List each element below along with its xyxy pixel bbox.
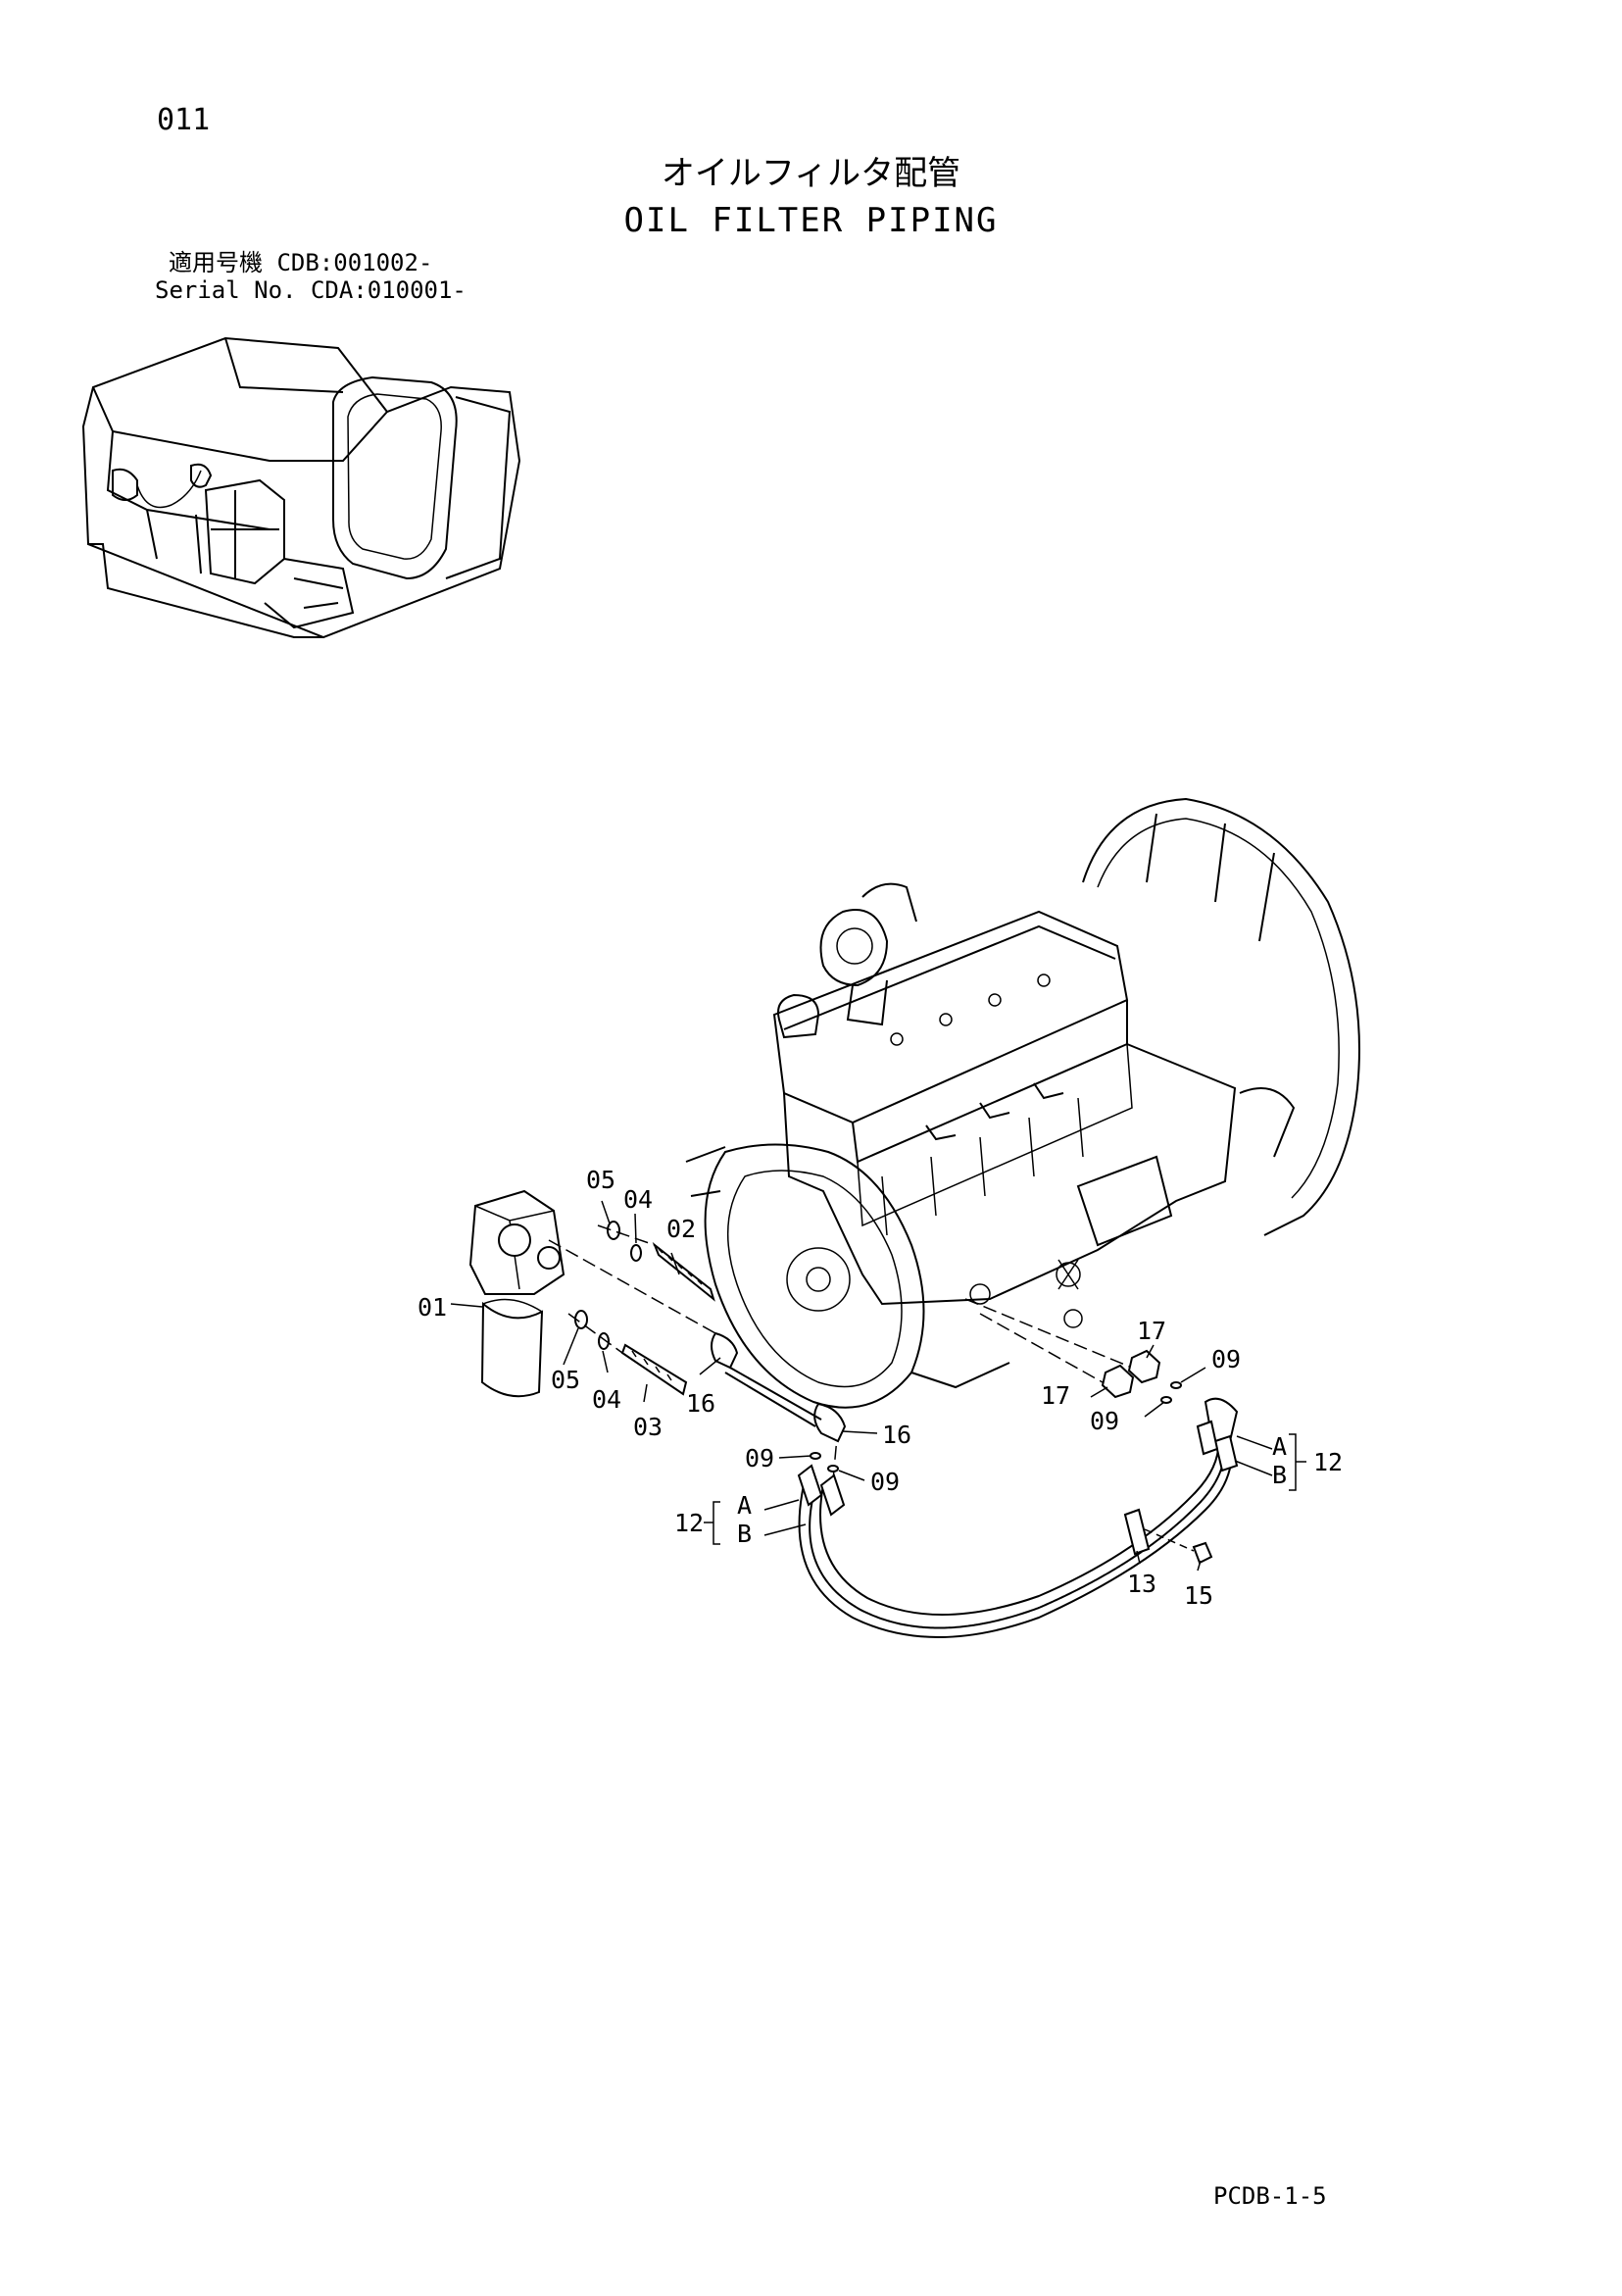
bolt-02 [652,1241,715,1302]
o-ring-09-left-b [827,1465,839,1472]
hose-12-assembly [797,1397,1239,1638]
elbow-16-lower [813,1402,847,1443]
callout-a-left: A [737,1491,752,1520]
callout-04-lower: 04 [592,1385,621,1414]
serial-number: Serial No. CDA:010001- [155,276,467,304]
callout-b-right: B [1272,1461,1287,1489]
callout-12-right: 12 [1313,1448,1343,1476]
bolt-15 [1192,1541,1213,1565]
callout-12-left: 12 [674,1509,704,1537]
callout-13: 13 [1127,1570,1156,1598]
assembly-center-lines [548,1224,1133,1481]
o-ring-09-right-upper [1170,1381,1182,1389]
callout-09-right-b: 09 [1090,1407,1119,1435]
leader-lines [450,1200,1306,1572]
tube-elbow-link [729,1367,822,1421]
excavator-locator-thumbnail [81,336,521,639]
callout-03: 03 [633,1413,663,1441]
callout-15: 15 [1184,1581,1213,1610]
callout-04-upper: 04 [623,1185,653,1214]
o-ring-09-right-lower [1160,1396,1172,1404]
callout-17-upper: 17 [1137,1317,1166,1345]
callout-a-right: A [1272,1432,1287,1461]
adapter-17-lower [1101,1364,1135,1399]
engine-assembly [685,797,1360,1409]
o-ring-09-left-a [810,1452,821,1460]
adapter-17-upper [1127,1349,1161,1384]
page-number: 011 [157,103,211,137]
title-japanese: オイルフィルタ配管 [661,154,961,193]
callout-01: 01 [418,1293,447,1322]
callout-02: 02 [666,1215,696,1243]
clamp-13 [1123,1508,1151,1556]
callout-17-lower: 17 [1041,1381,1070,1410]
callout-09-left-a: 09 [745,1444,774,1472]
callout-05-upper: 05 [586,1166,615,1194]
bolt-03 [620,1343,688,1396]
page-code: PCDB-1-5 [1213,2182,1327,2210]
callout-b-left: B [737,1520,752,1548]
washer-04-upper [630,1244,642,1262]
callout-16-lower: 16 [882,1421,911,1449]
callout-09-right-a: 09 [1211,1345,1241,1373]
title-english: OIL FILTER PIPING [623,201,999,240]
washer-05-upper [607,1221,620,1240]
oil-filter-01 [468,1189,565,1398]
callout-16-upper: 16 [686,1389,715,1418]
serial-applicable-machine: 適用号機 CDB:001002- [169,249,433,276]
callout-09-left-b: 09 [870,1468,900,1496]
callout-05-lower: 05 [551,1366,580,1394]
